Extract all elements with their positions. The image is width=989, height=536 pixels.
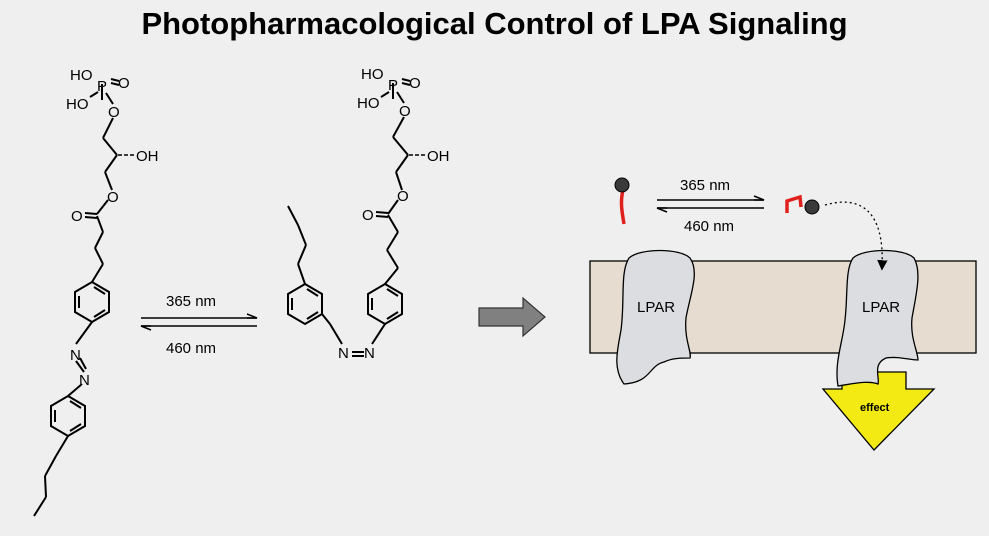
right-atom-o-carbonyl: O [362,207,374,224]
right-atom-n1: N [338,345,349,362]
receptor-left [616,249,695,385]
left-atom-n1: N [70,347,81,364]
cartoon-switch-forward-label: 365 nm [680,177,730,194]
process-arrow [478,296,546,338]
right-atom-o-link: O [397,188,409,205]
binding-path-arrow [824,201,888,271]
right-atom-o-ester: O [399,103,411,120]
right-atom-labels: HO P O HO O OH O O N N [338,66,450,362]
left-atom-o-ester: O [108,104,120,121]
left-atom-o-carbonyl: O [71,208,83,225]
chem-switch-arrows [140,313,258,331]
receptor-right [836,249,919,387]
effect-arrow [821,371,936,451]
trans-azo-lpa-structure [33,78,120,517]
cartoon-switch-reverse-label: 460 nm [684,218,734,235]
figure-title: Photopharmacological Control of LPA Sign… [141,6,848,41]
ligand-trans-head [614,177,630,193]
receptor-left-label: LPAR [637,299,675,316]
ligand-trans-tail [619,189,626,225]
left-atom-ho1: HO [70,67,93,84]
left-atom-ho2: HO [66,96,89,113]
left-atom-n2: N [79,372,90,389]
right-atom-ho2: HO [357,95,380,112]
left-atom-oh: OH [136,148,159,165]
ligand-cis-tail [785,194,803,213]
right-atom-oh: OH [427,148,450,165]
chem-switch-reverse-label: 460 nm [166,340,216,357]
left-atom-o-link: O [107,189,119,206]
receptor-right-label: LPAR [862,299,900,316]
right-atom-p: P [388,77,398,94]
effect-label: effect [860,402,890,414]
left-atom-labels: HO P O HO O OH O O N N [66,67,159,389]
cis-azo-lpa-structure [287,78,411,357]
right-atom-n2: N [364,345,375,362]
right-atom-o-double: O [409,75,421,92]
left-atom-o-double: O [118,75,130,92]
ligand-cis-head [804,199,820,215]
right-atom-ho1: HO [361,66,384,83]
chem-switch-forward-label: 365 nm [166,293,216,310]
left-atom-p: P [97,78,107,95]
cartoon-switch-arrows [656,195,765,213]
